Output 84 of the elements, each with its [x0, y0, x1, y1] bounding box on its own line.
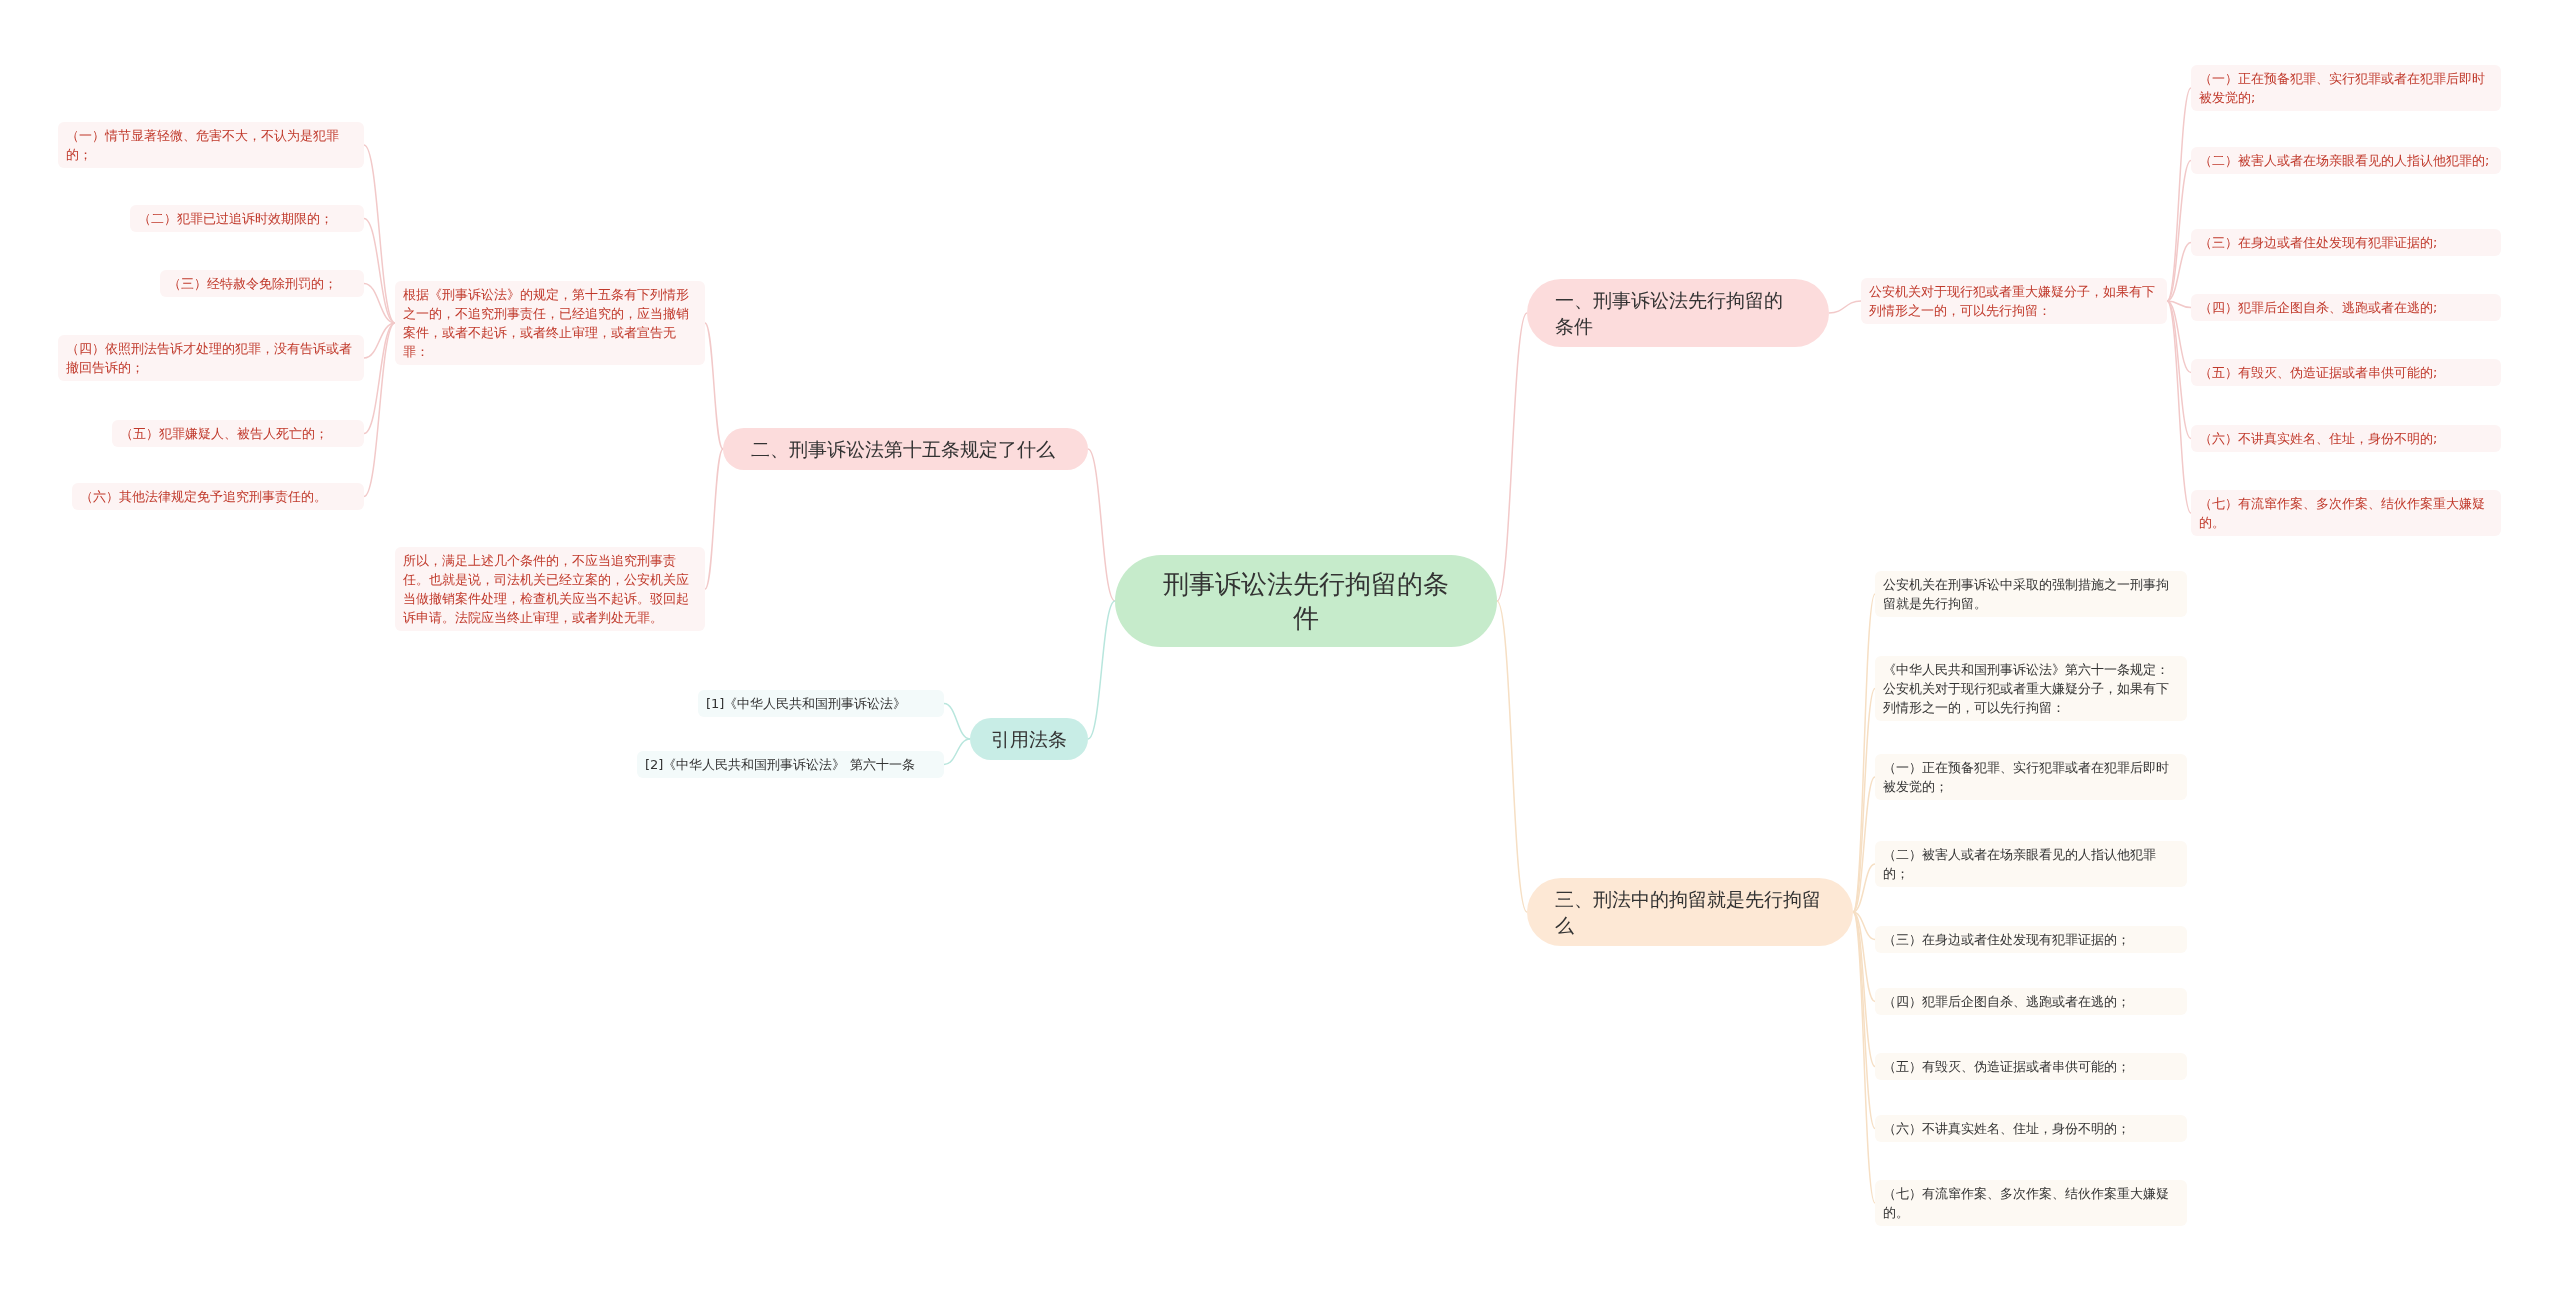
- note-text: （三）在身边或者住处发现有犯罪证据的;: [2199, 234, 2439, 252]
- note-text: （四）犯罪后企图自杀、逃跑或者在逃的;: [2199, 299, 2439, 317]
- connector-line: [1496, 312, 1528, 602]
- connector-line: [2166, 241, 2192, 302]
- note-card: [72, 483, 364, 510]
- connector-line: [1087, 600, 1116, 740]
- note-text: [1]《中华人民共和国刑事诉讼法》: [706, 695, 908, 713]
- connector-line: [2166, 300, 2192, 374]
- connector-line: [363, 144, 396, 324]
- note-text: （五）有毁灭、伪造证据或者串供可能的；: [1883, 1058, 2131, 1076]
- note-text: [2]《中华人民共和国刑事诉讼法》 第六十一条: [645, 756, 916, 774]
- connector-line: [1852, 911, 1876, 941]
- note-card: [112, 420, 364, 447]
- note-text: （三）经特赦令免除刑罚的；: [168, 275, 338, 293]
- connector-line: [1828, 300, 1862, 314]
- note-text: （二）犯罪已过追诉时效期限的；: [138, 210, 334, 228]
- branch-text: 二、刑事诉讼法第十五条规定了什么: [751, 437, 1056, 462]
- branch-box: [723, 428, 1088, 470]
- note-text: （六）不讲真实姓名、住址，身份不明的;: [2199, 430, 2439, 448]
- connector-line: [1087, 448, 1116, 602]
- note-card: [637, 751, 944, 778]
- note-text: （四）依照刑法告诉才处理的犯罪，没有告诉或者撤回告诉的；: [66, 340, 353, 377]
- note-text: （五）犯罪嫌疑人、被告人死亡的；: [120, 425, 329, 443]
- note-card: [2191, 425, 2501, 452]
- note-card: [698, 690, 944, 717]
- connector-line: [943, 702, 971, 740]
- note-card: [2191, 359, 2501, 386]
- note-card: [1875, 754, 2187, 800]
- note-card: [2191, 65, 2501, 111]
- note-text: 公安机关在刑事诉讼中采取的强制措施之一刑事拘留就是先行拘留。: [1883, 576, 2170, 613]
- connector-line: [1852, 776, 1876, 913]
- note-text: （一）情节显著轻微、危害不大，不认为是犯罪的；: [66, 127, 340, 164]
- note-text: 所以，满足上述几个条件的，不应当追究刑事责任。也就是说，司法机关已经立案的，公安机关应当做撤销案件处理，检查机关应当不起诉。驳回起诉申请。法院应当终止审理，或者判处无罪。: [403, 552, 690, 627]
- note-card: [1875, 926, 2187, 953]
- note-text: （六）其他法律规定免予追究刑事责任的。: [80, 488, 328, 506]
- note-card: [1875, 988, 2187, 1015]
- connector-line: [2166, 159, 2192, 302]
- note-text: 公安机关对于现行犯或者重大嫌疑分子，如果有下列情形之一的，可以先行拘留：: [1869, 283, 2156, 320]
- note-card: [2191, 490, 2501, 536]
- note-card: [130, 205, 364, 232]
- branch-text: 三、刑法中的拘留就是先行拘留么: [1555, 887, 1822, 938]
- note-text: （三）在身边或者住处发现有犯罪证据的；: [1883, 931, 2131, 949]
- note-card: [1875, 1053, 2187, 1080]
- connector-line: [943, 738, 971, 766]
- connector-line: [1852, 863, 1876, 913]
- note-card: [1875, 571, 2187, 617]
- note-card: [1875, 656, 2187, 721]
- connector-line: [2166, 87, 2192, 302]
- note-card: [1875, 841, 2187, 887]
- note-text: 根据《刑事诉讼法》的规定，第十五条有下列情形之一的，不追究刑事责任，已经追究的，应当撤销案件，或者不起诉，或者终止审理，或者宣告无罪：: [403, 286, 690, 361]
- note-card: [2191, 294, 2501, 321]
- note-card: [395, 281, 705, 365]
- connector-line: [2166, 300, 2192, 309]
- note-text: （四）犯罪后企图自杀、逃跑或者在逃的；: [1883, 993, 2131, 1011]
- branch-box: [1527, 878, 1853, 946]
- connector-line: [704, 448, 724, 590]
- branch-text: 一、刑事诉讼法先行拘留的条件: [1555, 288, 1784, 339]
- connector-line: [363, 322, 396, 498]
- note-card: [2191, 147, 2501, 174]
- connector-line: [704, 322, 724, 450]
- note-card: [160, 270, 364, 297]
- branch-box: [970, 718, 1088, 760]
- connector-line: [1496, 600, 1528, 913]
- topic-text: 刑事诉讼法先行拘留的条件: [1162, 568, 1450, 635]
- note-text: （五）有毁灭、伪造证据或者串供可能的;: [2199, 364, 2439, 382]
- note-card: [2191, 229, 2501, 256]
- connector-line: [1852, 911, 1876, 1003]
- note-text: （六）不讲真实姓名、住址，身份不明的；: [1883, 1120, 2131, 1138]
- note-card: [1861, 278, 2167, 324]
- note-text: （一）正在预备犯罪、实行犯罪或者在犯罪后即时被发觉的；: [1883, 759, 2170, 796]
- note-card: [58, 335, 364, 381]
- note-text: （二）被害人或者在场亲眼看见的人指认他犯罪的;: [2199, 152, 2491, 170]
- note-text: （二）被害人或者在场亲眼看见的人指认他犯罪的；: [1883, 846, 2157, 883]
- branch-text: 引用法条: [990, 727, 1068, 752]
- note-card: [1875, 1180, 2187, 1226]
- note-card: [58, 122, 364, 168]
- note-text: （一）正在预备犯罪、实行犯罪或者在犯罪后即时被发觉的;: [2199, 70, 2486, 107]
- connector-line: [2166, 300, 2192, 440]
- note-text: （七）有流窜作案、多次作案、结伙作案重大嫌疑的。: [1883, 1185, 2170, 1222]
- note-card: [395, 547, 705, 631]
- connector-line: [2166, 300, 2192, 514]
- note-text: （七）有流窜作案、多次作案、结伙作案重大嫌疑的。: [2199, 495, 2486, 532]
- note-card: [1875, 1115, 2187, 1142]
- note-text: 《中华人民共和国刑事诉讼法》第六十一条规定：公安机关对于现行犯或者重大嫌疑分子，如果有下列情形之一的，可以先行拘留：: [1883, 661, 2170, 717]
